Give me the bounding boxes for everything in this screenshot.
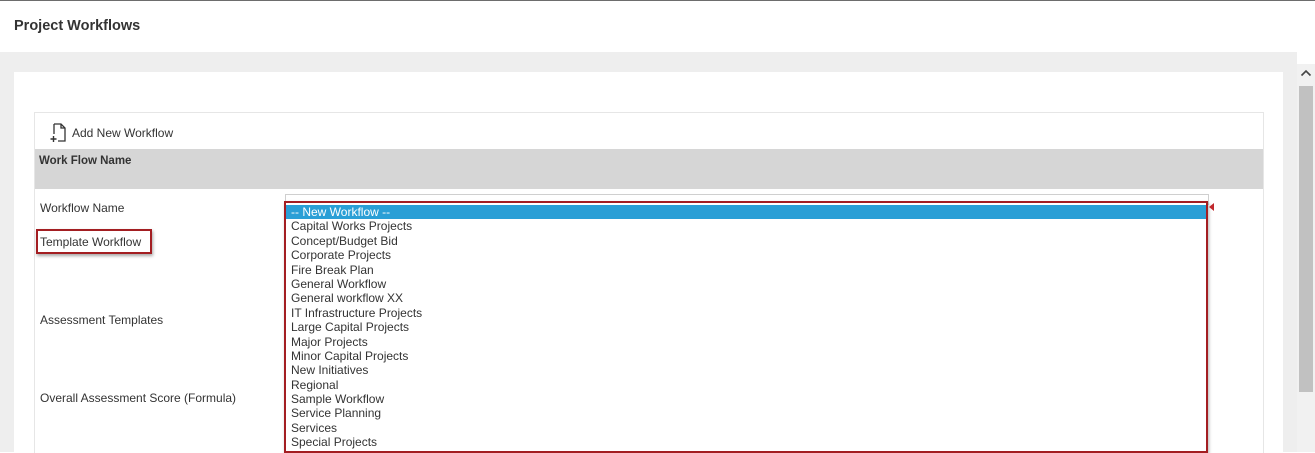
dropdown-option[interactable]: Sample Workflow: [291, 392, 385, 407]
vertical-scrollbar[interactable]: [1297, 64, 1315, 452]
workflow-name-label: Workflow Name: [40, 201, 125, 215]
dropdown-option[interactable]: -- New Workflow --: [286, 205, 1206, 220]
add-document-icon: [49, 123, 67, 143]
dropdown-option[interactable]: Fire Break Plan: [291, 262, 374, 277]
dropdown-option[interactable]: Corporate Projects: [291, 248, 392, 263]
assessment-templates-label: Assessment Templates: [40, 313, 164, 327]
page-header: Project Workflows: [0, 1, 1315, 52]
add-new-workflow-button[interactable]: Add New Workflow: [49, 122, 173, 144]
dropdown-option[interactable]: Services: [291, 420, 338, 435]
required-marker-icon: [1209, 203, 1214, 211]
dropdown-option[interactable]: General Workflow: [291, 276, 387, 291]
grid-header: Work Flow Name: [35, 149, 1263, 189]
dropdown-option[interactable]: New Initiatives: [291, 363, 369, 378]
content-card: Add New Workflow Work Flow Name Workflow…: [14, 72, 1283, 453]
scrollbar-thumb[interactable]: [1299, 86, 1313, 392]
workflow-panel: Add New Workflow Work Flow Name Workflow…: [34, 112, 1264, 453]
dropdown-option[interactable]: Minor Capital Projects: [291, 348, 409, 363]
dropdown-option[interactable]: Special Projects: [291, 435, 378, 450]
content-area: Add New Workflow Work Flow Name Workflow…: [0, 52, 1297, 453]
dropdown-option[interactable]: General workflow XX: [291, 291, 404, 306]
template-workflow-dropdown-list[interactable]: -- New Workflow --Capital Works Projects…: [284, 201, 1208, 453]
work-flow-name-column-header: Work Flow Name: [39, 155, 132, 167]
dropdown-option[interactable]: Service Planning: [291, 406, 382, 421]
dropdown-option[interactable]: Capital Works Projects: [291, 219, 413, 234]
dropdown-option[interactable]: Regional: [291, 377, 339, 392]
dropdown-option[interactable]: Concept/Budget Bid: [291, 233, 398, 248]
add-new-workflow-label: Add New Workflow: [72, 126, 174, 140]
template-workflow-label: Template Workflow: [40, 235, 142, 249]
workflow-name-input[interactable]: [285, 194, 1209, 205]
dropdown-option[interactable]: IT Infrastructure Projects: [291, 305, 423, 320]
template-workflow-highlight: Template Workflow: [36, 229, 152, 254]
dropdown-options: -- New Workflow --Capital Works Projects…: [286, 203, 1206, 450]
page-title: Project Workflows: [14, 18, 141, 34]
chevron-up-icon[interactable]: [1297, 66, 1315, 80]
window-top-border: [0, 0, 1315, 1]
dropdown-option[interactable]: Large Capital Projects: [291, 320, 410, 335]
dropdown-option[interactable]: Major Projects: [291, 334, 368, 349]
overall-assessment-score-label: Overall Assessment Score (Formula): [40, 391, 237, 405]
